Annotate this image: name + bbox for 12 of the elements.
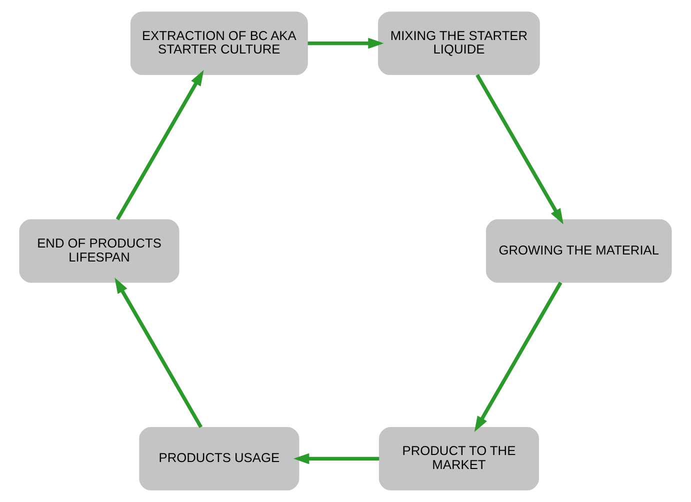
arrow (308, 38, 384, 49)
node-box: GROWING THE MATERIAL (486, 219, 672, 283)
arrow (474, 282, 562, 432)
arrow (294, 453, 380, 464)
node-box: END OF PRODUCTS LIFESPAN (19, 219, 180, 283)
arrow (116, 70, 204, 220)
node-box: PRODUCT TO THE MARKET (378, 426, 539, 490)
arrow (476, 74, 564, 224)
arrow (114, 278, 203, 428)
node-box: MIXING THE STARTER LIQUIDE (378, 12, 540, 76)
node-box: EXTRACTION OF BC AKA STARTER CULTURE (130, 12, 308, 76)
node-box: PRODUCTS USAGE (139, 426, 300, 490)
